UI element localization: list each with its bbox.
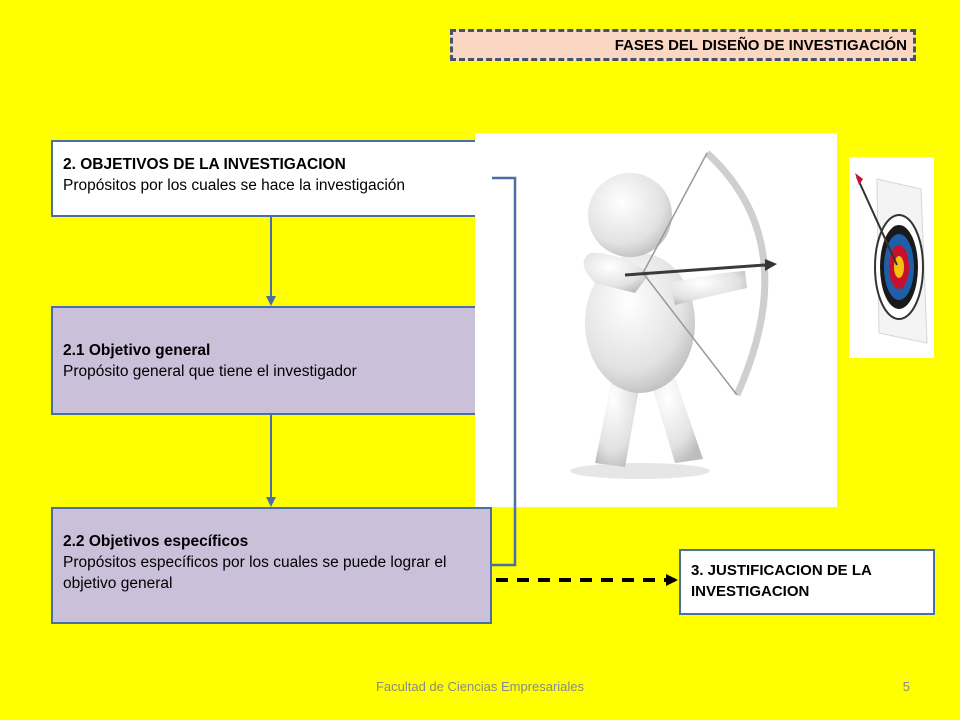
- objetivo-general-box: 2.1 Objetivo general Propósito general q…: [51, 306, 492, 415]
- objetivos-especificos-box: 2.2 Objetivos específicos Propósitos esp…: [51, 507, 492, 624]
- justificacion-title: 3. JUSTIFICACION DE LA INVESTIGACION: [691, 562, 872, 600]
- justificacion-box: 3. JUSTIFICACION DE LA INVESTIGACION: [679, 549, 935, 615]
- bracket-connector: [492, 176, 517, 567]
- objetivos-investigacion-text: Propósitos por los cuales se hace la inv…: [63, 177, 406, 194]
- objetivo-general-text: Propósito general que tiene el investiga…: [63, 363, 357, 380]
- objetivos-especificos-title: 2.2 Objetivos específicos: [63, 533, 249, 550]
- objetivos-investigacion-box: 2. OBJETIVOS DE LA INVESTIGACION Propósi…: [51, 140, 492, 217]
- footer-faculty: Facultad de Ciencias Empresariales: [375, 679, 585, 694]
- slide-title-banner: FASES DEL DISEÑO DE INVESTIGACIÓN: [450, 29, 916, 61]
- archer-figure-icon: [570, 150, 777, 479]
- page-number: 5: [902, 679, 910, 694]
- archer-image: [475, 133, 837, 507]
- slide-title: FASES DEL DISEÑO DE INVESTIGACIÓN: [614, 37, 907, 54]
- archery-target-icon: [855, 173, 928, 344]
- target-image: [849, 157, 934, 358]
- objetivos-investigacion-title: 2. OBJETIVOS DE LA INVESTIGACION: [63, 156, 346, 173]
- objetivos-especificos-text: Propósitos específicos por los cuales se…: [63, 554, 447, 592]
- objetivo-general-title: 2.1 Objetivo general: [63, 342, 211, 359]
